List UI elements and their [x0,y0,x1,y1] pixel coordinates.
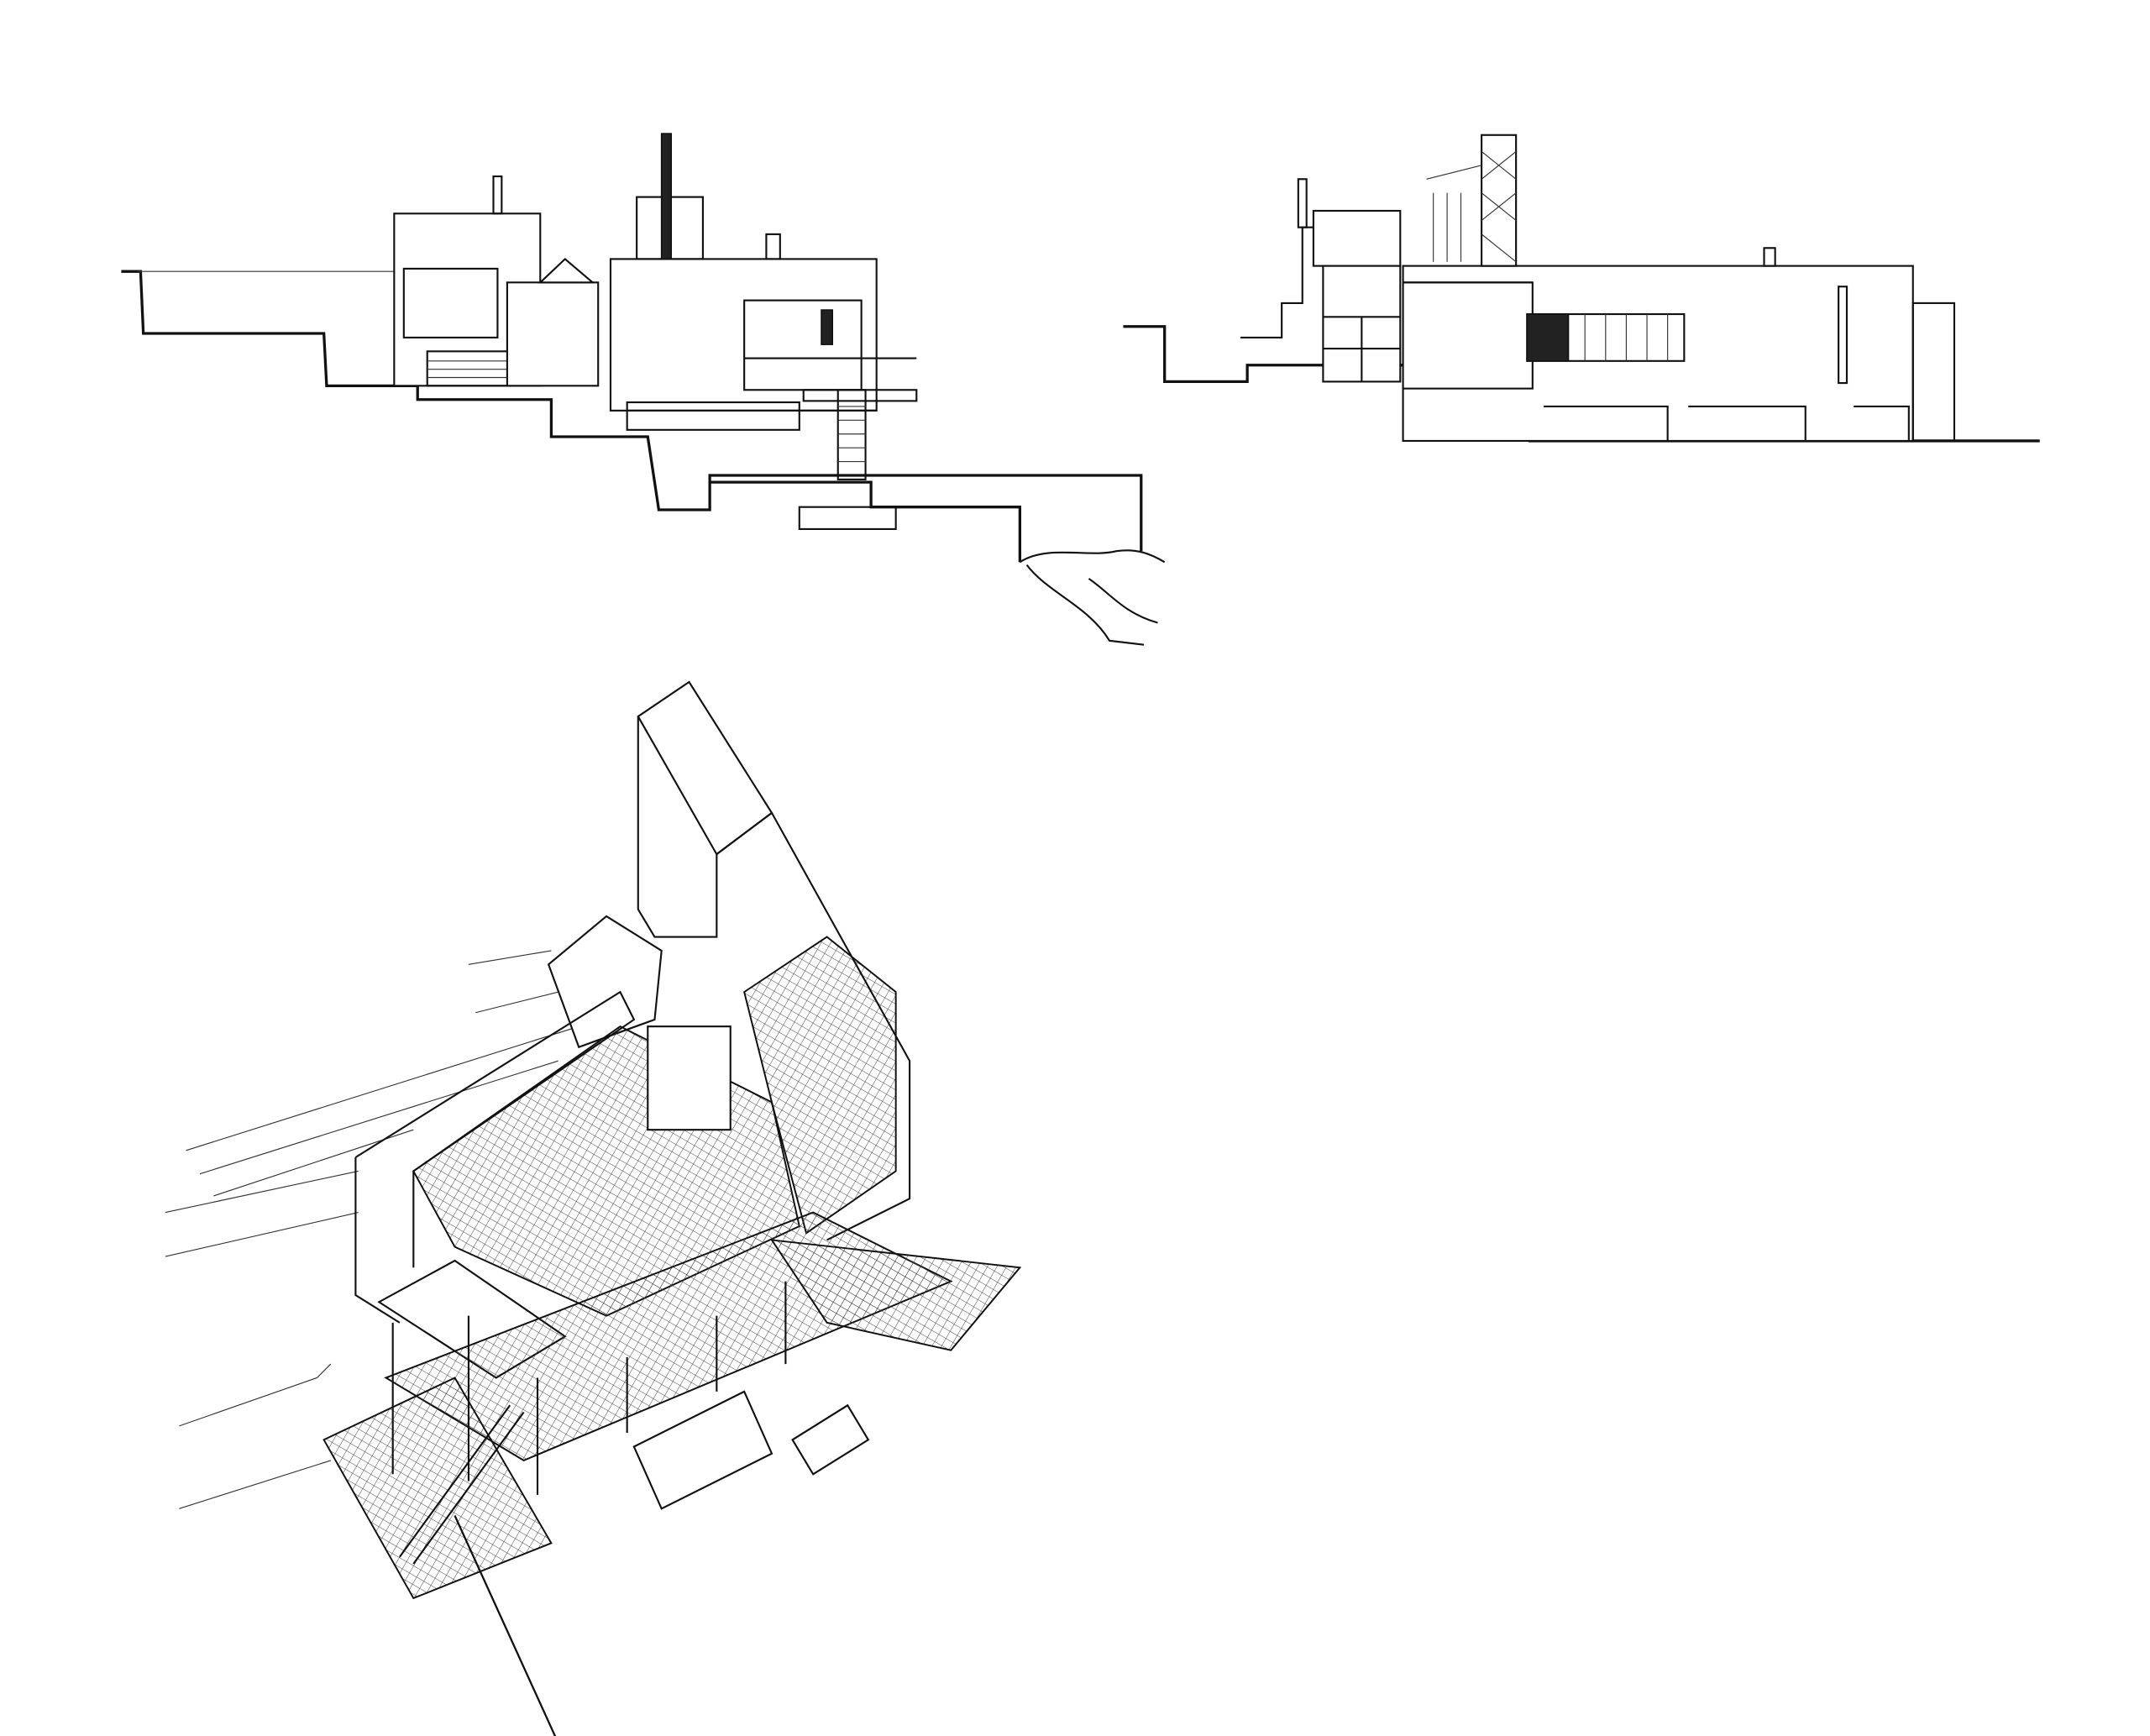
elevation-right [1123,134,2040,443]
ground-line [121,270,1021,563]
garden-plan [632,1390,773,1510]
site-edge [454,1515,557,1736]
window-dark-right [1526,313,1570,362]
tree-lines [1426,165,1482,262]
chimney [660,133,672,260]
terrace [769,1239,1022,1351]
window-dark [821,309,833,345]
tower [1481,134,1518,267]
side-room-floor [743,936,897,1235]
tower-edge [637,716,773,856]
garage-doors [1543,405,1910,441]
retaining-wall [708,474,1143,552]
stair-treads-2 [837,406,866,463]
slot-window [1838,286,1848,385]
end-wall [354,1157,401,1324]
top-block [1312,209,1402,267]
lower-band [626,401,800,431]
glazing-grid [1323,316,1401,382]
stepped-wall [1240,226,1314,338]
side-wing [1911,302,1956,443]
vent-stack-right [1297,178,1308,228]
stair-treads [427,360,511,379]
side-wall [771,812,911,1241]
rock-outcrop [1019,549,1166,646]
back-wall [354,990,636,1268]
roof-vent [765,233,781,260]
entry-court [547,915,663,1049]
vent-stack [492,175,503,215]
entry-block [506,281,600,387]
lower-terrace [798,506,897,531]
upper-window [402,267,499,338]
skylight [538,257,595,284]
roof-vent-right [1763,247,1776,267]
window-mullions [1584,314,1669,361]
planter [791,1403,870,1476]
lower-terrace-axo [322,1377,553,1600]
entry-volume [1402,281,1534,390]
section-elevation-left [121,133,1166,646]
exterior-stair [399,1404,525,1565]
stair-tower [836,389,867,480]
axonometric-view [165,680,1022,1736]
core-volume [647,1025,732,1131]
tower-bracing [1481,151,1517,263]
columns [391,1281,787,1495]
tower-volume [637,680,773,938]
site-lines [165,950,579,1509]
